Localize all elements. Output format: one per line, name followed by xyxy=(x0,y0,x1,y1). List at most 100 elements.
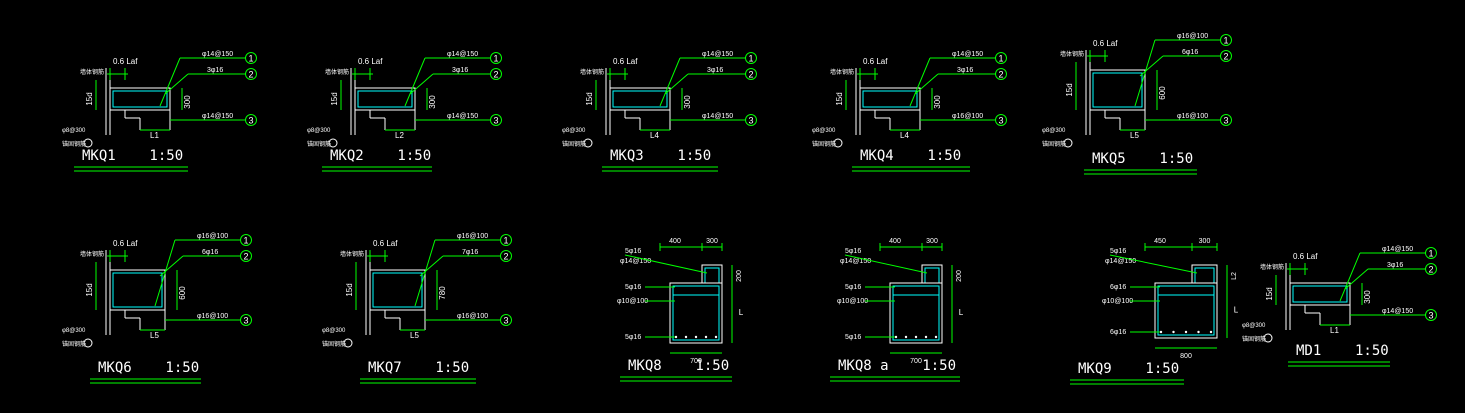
beam-outline xyxy=(859,87,921,111)
rebar-dot xyxy=(914,335,918,339)
leader-line xyxy=(409,73,434,95)
rebar-dot xyxy=(674,335,678,339)
dim-h2-label: L xyxy=(739,308,744,317)
dim-anchor-label: 15d xyxy=(345,283,354,296)
callout-marker-circle xyxy=(500,314,512,326)
callout-marker-circle xyxy=(500,250,512,262)
leader-line xyxy=(1339,252,1361,302)
callout-2-label: 3φ16 xyxy=(452,67,468,74)
rebar-stirrup xyxy=(1194,267,1215,284)
detail-title-mkq3: MKQ3 1:50 xyxy=(610,148,711,164)
dim-w2-label: 300 xyxy=(926,238,938,245)
side-label-rebar: φ8@300 xyxy=(322,328,346,334)
callout-marker-number: 2 xyxy=(248,70,253,80)
callout-3-label: φ16@100 xyxy=(197,313,228,320)
side-label-wall: 墙体钢筋 xyxy=(830,68,854,76)
rebar-stirrup xyxy=(357,90,413,108)
callout-marker-circle xyxy=(1220,114,1232,126)
dim-depth-label: 600 xyxy=(1158,86,1167,100)
dim-length-label: L1 xyxy=(1330,326,1339,335)
callout-top-a-label: 5φ16 xyxy=(1110,248,1126,255)
dim-depth-label: 300 xyxy=(428,95,437,109)
side-label-rebar: φ8@300 xyxy=(812,128,836,134)
callout-marker-circle xyxy=(1220,34,1232,46)
callout-marker-number: 1 xyxy=(243,236,248,246)
dim-top-label: 0.6 Laf xyxy=(113,239,138,248)
dim-w1-label: 400 xyxy=(669,238,681,245)
callout-marker-circle xyxy=(245,68,257,80)
side-label-anchor: 锚固钢筋 xyxy=(307,140,331,148)
dim-top-label: 0.6 Laf xyxy=(613,57,638,66)
section-symbol xyxy=(1063,138,1073,148)
callout-marker-circle xyxy=(995,68,1007,80)
leader-line xyxy=(1134,39,1156,107)
leader-line xyxy=(909,57,931,107)
callout-top-b-label: φ14@150 xyxy=(620,258,651,265)
dim-length-label: L4 xyxy=(900,131,909,140)
callout-bot-label: 5φ16 xyxy=(845,334,861,341)
callout-mid-b-label: φ10@100 xyxy=(617,298,648,305)
leader-line xyxy=(844,254,928,274)
detail-title-md1: MD1 1:50 xyxy=(1296,343,1389,359)
rebar-stirrup xyxy=(862,90,918,108)
callout-1-label: φ16@100 xyxy=(457,233,488,240)
callout-marker-number: 3 xyxy=(1428,311,1433,321)
callout-mid-a-label: 6φ16 xyxy=(1110,284,1126,291)
callout-1-label: φ14@150 xyxy=(1382,246,1413,253)
dim-anchor-label: 15d xyxy=(330,92,339,105)
side-label-anchor: 锚固钢筋 xyxy=(1042,140,1066,148)
beam-outline xyxy=(109,269,166,311)
detail-title-mkq1: MKQ1 1:50 xyxy=(82,148,183,164)
side-label-rebar: φ8@300 xyxy=(1042,128,1066,134)
dim-length-label: L4 xyxy=(650,131,659,140)
column-body-outline xyxy=(669,282,723,344)
rebar-dot xyxy=(714,335,718,339)
rebar-dot xyxy=(1197,330,1200,334)
leader-line xyxy=(664,73,689,95)
dim-w1-label: 450 xyxy=(1154,238,1166,245)
dim-w2-label: 300 xyxy=(1199,238,1211,245)
column-body-outline xyxy=(1154,282,1218,339)
callout-1-label: φ16@100 xyxy=(1177,33,1208,40)
leader-line xyxy=(419,255,444,277)
section-symbol xyxy=(833,138,843,148)
rebar-stirrup xyxy=(924,267,940,284)
callout-marker-number: 1 xyxy=(248,54,253,64)
callout-3-label: φ14@150 xyxy=(447,113,478,120)
side-label-wall: 墙体钢筋 xyxy=(80,68,104,76)
rebar-dot xyxy=(684,335,688,339)
callout-2-label: 7φ16 xyxy=(462,249,478,256)
dim-anchor-label: 15d xyxy=(85,283,94,296)
side-label-anchor: 锚固钢筋 xyxy=(62,340,86,348)
leader-line xyxy=(659,57,681,107)
section-symbol xyxy=(1263,333,1273,343)
callout-marker-circle xyxy=(1425,263,1437,275)
callout-1-label: φ16@100 xyxy=(197,233,228,240)
dim-h2-label: L xyxy=(959,308,964,317)
beam-outline xyxy=(109,87,171,111)
beam-outline xyxy=(1089,69,1146,111)
detail-title-mkq2: MKQ2 1:50 xyxy=(330,148,431,164)
callout-marker-circle xyxy=(490,68,502,80)
leader-line xyxy=(1109,254,1198,274)
callout-marker-circle xyxy=(745,114,757,126)
callout-marker-circle xyxy=(240,234,252,246)
side-label-anchor: 锚固钢筋 xyxy=(812,140,836,148)
side-label-rebar: φ8@300 xyxy=(562,128,586,134)
callout-marker-number: 3 xyxy=(998,116,1003,126)
dim-h1-label: 200 xyxy=(736,270,743,282)
callout-marker-number: 2 xyxy=(998,70,1003,80)
callout-1-label: φ14@150 xyxy=(202,51,233,58)
callout-1-label: φ14@150 xyxy=(952,51,983,58)
callout-top-a-label: 5φ16 xyxy=(845,248,861,255)
